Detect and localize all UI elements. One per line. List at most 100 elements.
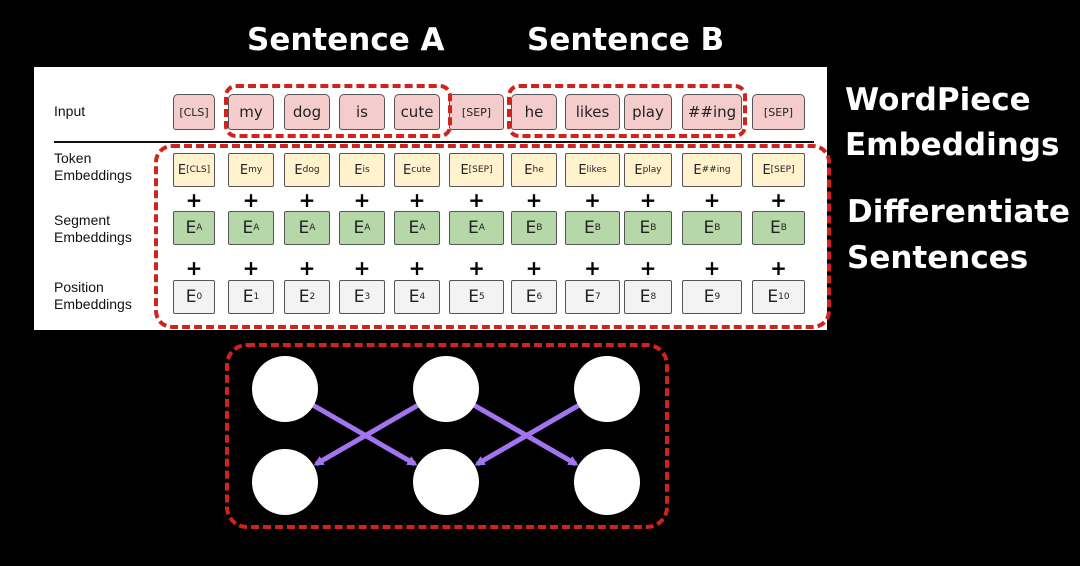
position-embedding-subscript: 10 <box>778 292 790 302</box>
segment-row-label-line2: Embeddings <box>54 229 132 245</box>
token-embedding-subscript: likes <box>586 165 607 175</box>
token-embedding-5: E[SEP] <box>449 153 504 187</box>
plus-sign: + <box>770 188 787 212</box>
sentence-b-highlight <box>507 84 747 138</box>
plus-sign: + <box>353 188 371 212</box>
graph-top-node-1 <box>413 356 479 422</box>
plus-sign: + <box>639 256 657 280</box>
graph-edge-arrow <box>469 401 579 467</box>
token-embedding-subscript: [SEP] <box>770 165 795 175</box>
plus-sign: + <box>639 188 657 212</box>
token-embedding-subscript: dog <box>302 165 320 175</box>
position-embedding-base: E <box>767 287 779 307</box>
plus-sign: + <box>703 256 721 280</box>
position-embedding-base: E <box>242 287 254 307</box>
position-embedding-subscript: 1 <box>253 292 260 302</box>
segment-embedding-base: E <box>639 218 651 238</box>
segment-embedding-base: E <box>703 218 715 238</box>
segment-embedding-subscript: B <box>536 223 543 233</box>
graph-edge-arrow <box>474 401 584 467</box>
token-embedding-base: E <box>354 162 363 178</box>
position-embedding-subscript: 4 <box>419 292 426 302</box>
plus-sign: + <box>468 256 485 280</box>
position-embedding-base: E <box>525 287 537 307</box>
plus-sign: + <box>353 256 371 280</box>
input-token-7: likes <box>565 94 620 130</box>
token-embedding-base: E <box>239 162 249 178</box>
sentence-b-heading: Sentence B <box>527 22 725 58</box>
segment-embedding-base: E <box>770 218 781 238</box>
token-embedding-base: E <box>177 162 187 178</box>
token-embedding-base: E <box>762 162 771 178</box>
input-token-3: is <box>339 94 385 130</box>
plus-sign: + <box>525 188 543 212</box>
graph-top-node-2 <box>574 356 640 422</box>
plus-sign: + <box>584 256 601 280</box>
input-token-9: ##ing <box>682 94 742 130</box>
token-row-label-line2: Embeddings <box>54 167 132 183</box>
input-token-5: [SEP] <box>449 94 504 130</box>
position-embedding-subscript: 0 <box>196 292 203 302</box>
position-embedding-subscript: 2 <box>309 292 316 302</box>
plus-sign: + <box>770 256 787 280</box>
graph-bottom-node-0 <box>252 449 318 515</box>
wordpiece-heading-line2: Embeddings <box>845 127 1060 163</box>
segment-embedding-subscript: A <box>196 223 203 233</box>
position-embedding-base: E <box>703 287 715 307</box>
segment-embedding-subscript: B <box>780 223 787 233</box>
differentiate-heading-line2: Sentences <box>847 240 1029 276</box>
embeddings-panel: Input Token Embeddings Segment Embedding… <box>34 67 827 330</box>
token-embedding-base: E <box>403 162 412 178</box>
position-embedding-subscript: 6 <box>536 292 543 302</box>
segment-embedding-subscript: A <box>419 223 426 233</box>
graph-edge-arrow <box>308 401 418 467</box>
graph-bottom-node-2 <box>574 449 640 515</box>
position-embedding-subscript: 3 <box>364 292 371 302</box>
position-embedding-base: E <box>353 287 365 307</box>
segment-row-label-line1: Segment <box>54 212 111 228</box>
position-embedding-base: E <box>468 287 479 307</box>
token-embedding-base: E <box>524 162 533 178</box>
token-embedding-subscript: [SEP] <box>468 165 493 175</box>
segment-embedding-subscript: B <box>594 223 601 233</box>
token-embedding-subscript: cute <box>411 165 431 175</box>
input-row-label: Input <box>54 103 86 119</box>
position-embedding-subscript: 8 <box>650 292 657 302</box>
segment-embedding-base: E <box>584 218 595 238</box>
position-embedding-base: E <box>298 287 310 307</box>
plus-sign: + <box>242 256 260 280</box>
token-embedding-0: E[CLS] <box>173 153 215 187</box>
input-separator-line <box>54 141 814 143</box>
input-token-6: he <box>511 94 557 130</box>
token-embedding-subscript: play <box>642 165 662 175</box>
plus-sign: + <box>242 188 260 212</box>
position-embedding-base: E <box>185 287 197 307</box>
position-embedding-base: E <box>584 287 595 307</box>
segment-embedding-subscript: B <box>650 223 657 233</box>
segment-embedding-subscript: A <box>309 223 316 233</box>
plus-sign: + <box>185 256 203 280</box>
plus-sign: + <box>408 256 426 280</box>
graph-bottom-node-1 <box>413 449 479 515</box>
plus-sign: + <box>408 188 426 212</box>
segment-embedding-subscript: A <box>253 223 260 233</box>
input-token-8: play <box>624 94 672 130</box>
segment-embedding-base: E <box>353 218 365 238</box>
token-embedding-base: E <box>578 162 587 178</box>
graph-edge-arrow <box>313 401 423 467</box>
plus-sign: + <box>298 256 316 280</box>
